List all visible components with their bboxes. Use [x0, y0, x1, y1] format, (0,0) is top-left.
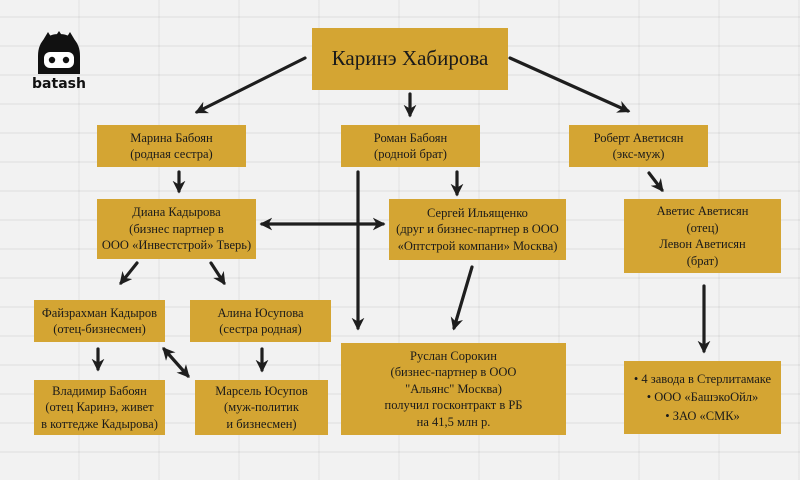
node-roman-line-0: Роман Бабоян: [373, 130, 448, 145]
node-sergey-line-1: (друг и бизнес-партнер в ООО: [396, 222, 559, 237]
node-ruslan-line-2: "Альянс" Москва): [405, 381, 502, 396]
node-fayzrakhman-line-1: (отец-бизнесмен): [53, 322, 146, 336]
node-marsel-line-0: Марсель Юсупов: [215, 383, 308, 398]
node-alina: Алина Юсупова (сестра родная): [190, 300, 331, 342]
node-diana-line-2: ООО «Инвестстрой» Тверь): [101, 238, 252, 253]
node-robert: Роберт Аветисян (экс-муж): [569, 125, 708, 167]
node-diana-line-1: (бизнес партнер в: [129, 221, 224, 236]
node-avetis-line-3: (брат): [686, 253, 719, 268]
arrow-diana-alina: [209, 261, 226, 286]
node-marsel-line-2: и бизнесмен): [226, 416, 297, 431]
arrow-sergey-ruslan: [450, 265, 474, 331]
node-marsel-line-1: (муж-политик: [224, 400, 299, 415]
node-robert-line-0: Роберт Аветисян: [593, 130, 684, 145]
node-sergey-line-0: Сергей Ильященко: [427, 205, 528, 220]
node-karine: Каринэ Хабирова: [312, 28, 508, 90]
asset-item-1: • ООО «БашэкоОйл»: [646, 390, 759, 405]
node-marina-line-1: (родная сестра): [130, 147, 213, 161]
node-fayzrakhman: Файзрахман Кадыров (отец-бизнесмен): [34, 300, 165, 342]
node-ruslan-line-4: на 41,5 млн р.: [416, 414, 491, 429]
node-ruslan-line-1: (бизнес-партнер в ООО: [390, 365, 517, 380]
node-ruslan: Руслан Сорокин (бизнес-партнер в ООО "Ал…: [341, 343, 566, 435]
batash-logo: batash: [24, 30, 94, 92]
logo-text: batash: [32, 76, 86, 92]
arrow-diana-fayzrakhman: [119, 261, 139, 285]
node-roman: Роман Бабоян (родной брат): [341, 125, 480, 167]
node-alina-line-1: (сестра родная): [219, 322, 302, 336]
node-marina: Марина Бабоян (родная сестра): [97, 125, 246, 167]
node-ruslan-line-0: Руслан Сорокин: [410, 348, 497, 363]
batash-mascot-icon: [38, 31, 80, 74]
node-diana: Диана Кадырова (бизнес партнер в ООО «Ин…: [97, 199, 256, 259]
node-avetis: Аветис Аветисян (отец) Левон Аветисян (б…: [624, 199, 781, 273]
node-karine-line-0: Каринэ Хабирова: [331, 46, 489, 71]
node-ruslan-line-3: получил госконтракт в РБ: [384, 398, 523, 413]
node-robert-line-1: (экс-муж): [612, 147, 665, 161]
node-vladimir-line-1: (отец Каринэ, живет: [45, 400, 154, 415]
asset-item-0: • 4 завода в Стерлитамаке: [633, 372, 772, 387]
node-diana-line-0: Диана Кадырова: [132, 205, 221, 220]
node-vladimir-line-0: Владимир Бабоян: [52, 383, 147, 398]
node-avetis-line-1: (отец): [686, 220, 719, 235]
node-marsel: Марсель Юсупов (муж-политик и бизнесмен): [195, 380, 328, 435]
node-alina-line-0: Алина Юсупова: [217, 305, 304, 320]
arrow-robert-avetis: [647, 171, 664, 193]
node-sergey-line-2: «Оптстрой компани» Москва): [397, 238, 558, 253]
arrow-root-marina: [194, 56, 307, 114]
arrow-root-robert: [508, 56, 631, 113]
node-vladimir: Владимир Бабоян (отец Каринэ, живет в ко…: [34, 380, 165, 435]
node-avetis-line-0: Аветис Аветисян: [656, 204, 749, 218]
node-avetis-line-2: Левон Аветисян: [659, 237, 746, 251]
node-vladimir-line-2: в коттедже Кадырова): [41, 416, 158, 431]
asset-item-2: • ЗАО «СМК»: [665, 408, 740, 423]
node-assets: • 4 завода в Стерлитамаке • ООО «БашэкоО…: [624, 361, 781, 434]
node-roman-line-1: (родной брат): [374, 147, 447, 161]
node-sergey: Сергей Ильященко (друг и бизнес-партнер …: [389, 199, 566, 260]
arrow-fayzrakhman-marsel: [162, 347, 190, 378]
node-marina-line-0: Марина Бабоян: [130, 130, 213, 145]
node-fayzrakhman-line-0: Файзрахман Кадыров: [41, 305, 158, 320]
